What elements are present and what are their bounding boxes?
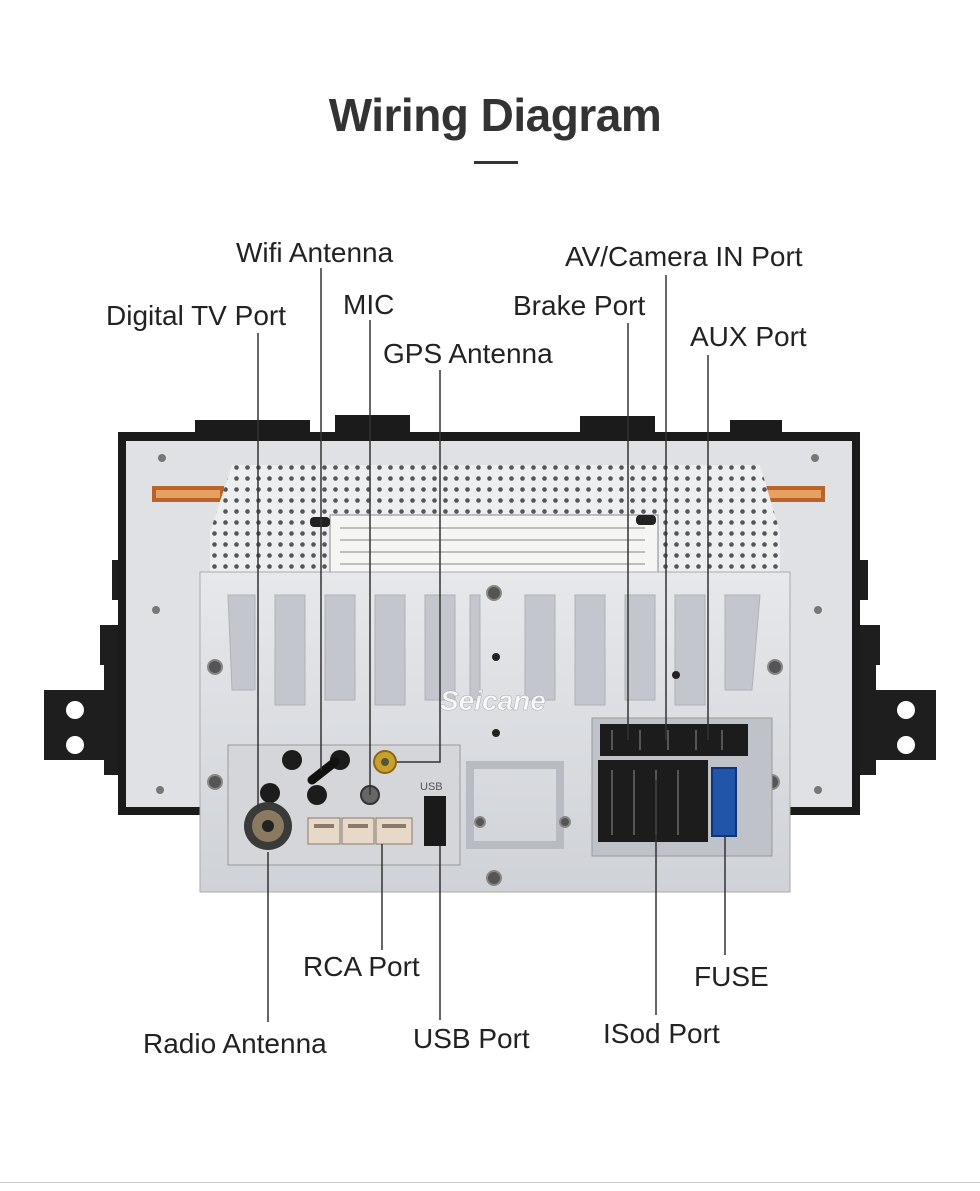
label-radio-antenna: Radio Antenna bbox=[143, 1028, 327, 1059]
label-brake-port: Brake Port bbox=[513, 290, 646, 321]
label-isod-port: ISod Port bbox=[603, 1018, 720, 1049]
footer-divider bbox=[0, 1182, 980, 1183]
label-mic: MIC bbox=[343, 289, 395, 320]
leader-lines bbox=[257, 268, 726, 1022]
label-aux-port: AUX Port bbox=[690, 321, 807, 352]
title-underline bbox=[474, 161, 518, 164]
left-mount-bracket bbox=[38, 476, 140, 810]
page-title: Wiring Diagram bbox=[328, 89, 662, 141]
seicane-watermark: Seicane bbox=[440, 685, 546, 716]
label-fuse: FUSE bbox=[694, 961, 769, 992]
label-wifi-antenna: Wifi Antenna bbox=[236, 237, 394, 268]
usb-silkscreen: USB bbox=[420, 781, 443, 793]
right-mount-bracket bbox=[840, 476, 940, 810]
label-usb-port: USB Port bbox=[413, 1023, 530, 1054]
leader-gps-antenna bbox=[397, 370, 441, 763]
label-rca-port: RCA Port bbox=[303, 951, 420, 982]
label-digital-tv-port: Digital TV Port bbox=[106, 300, 286, 331]
label-av-camera-in-port: AV/Camera IN Port bbox=[565, 241, 803, 272]
label-gps-antenna: GPS Antenna bbox=[383, 338, 553, 369]
